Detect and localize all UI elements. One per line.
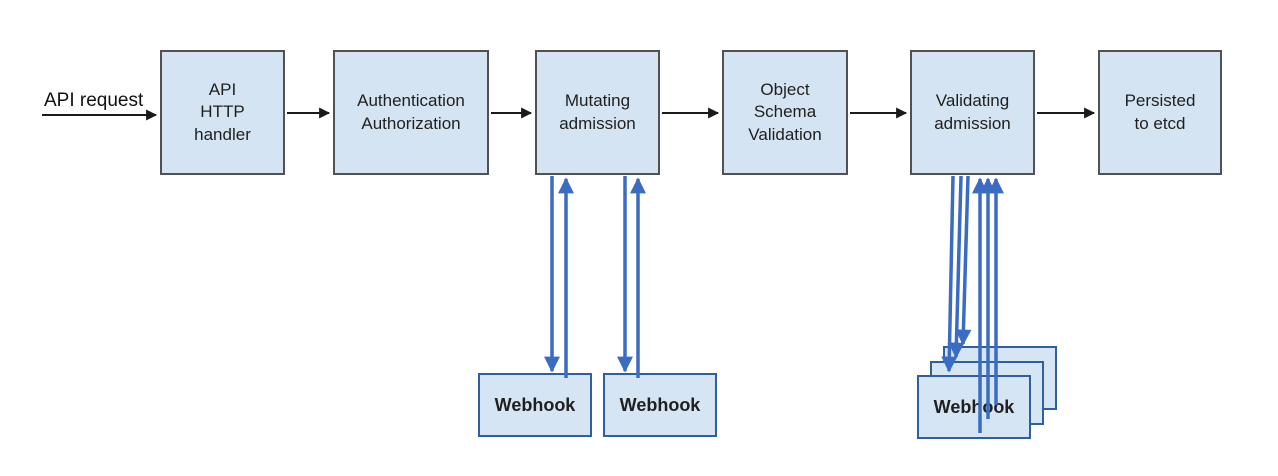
validating-webhook-box-front: Webhook <box>917 375 1031 439</box>
node-object-schema-validation: Object Schema Validation <box>722 50 848 175</box>
node-label: Validating admission <box>934 91 1011 133</box>
node-label: Object Schema Validation <box>748 80 822 144</box>
arrow-validating-down-3 <box>955 175 972 346</box>
node-label: Persisted to etcd <box>1124 91 1196 133</box>
arrow-validating-down-2 <box>948 175 965 359</box>
node-persisted-to-etcd: Persisted to etcd <box>1098 50 1222 175</box>
api-request-label: API request <box>44 90 144 111</box>
mutating-webhook-arrows <box>544 176 646 378</box>
mutating-webhook-box-2: Webhook <box>603 373 717 437</box>
mutating-webhook-box-1: Webhook <box>478 373 592 437</box>
node-label: Mutating admission <box>559 91 636 133</box>
node-mutating-admission: Mutating admission <box>535 50 660 175</box>
node-label: Authentication Authorization <box>357 91 465 133</box>
webhook-label: Webhook <box>933 396 1015 417</box>
webhook-label: Webhook <box>619 394 701 415</box>
arrow-validating-down-1 <box>941 175 958 373</box>
webhook-label: Webhook <box>494 394 576 415</box>
node-api-http-handler: API HTTP handler <box>160 50 285 175</box>
node-authentication-authorization: Authentication Authorization <box>333 50 489 175</box>
node-validating-admission: Validating admission <box>910 50 1035 175</box>
node-label: API HTTP handler <box>194 80 251 144</box>
